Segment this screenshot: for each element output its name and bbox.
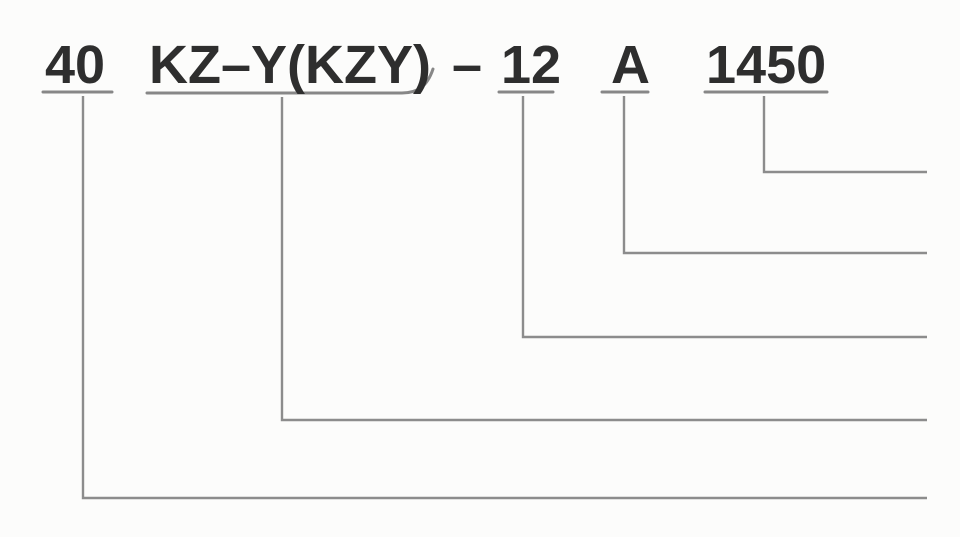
underline-kzy <box>145 67 435 95</box>
callout-line-a <box>622 96 927 255</box>
code-segment-1450: 1450 <box>706 35 827 95</box>
callout-line-40 <box>81 96 927 500</box>
callout-line-12 <box>521 96 927 339</box>
code-segment-40: 40 <box>45 35 106 95</box>
callout-line-1450 <box>762 96 927 174</box>
code-segment-kzy: KZ–Y(KZY) <box>149 35 431 95</box>
code-segment-12: 12 <box>501 35 562 95</box>
code-segment-a: A <box>611 35 650 95</box>
code-separator-dash: – <box>452 35 483 95</box>
callout-line-kzy <box>280 97 927 422</box>
